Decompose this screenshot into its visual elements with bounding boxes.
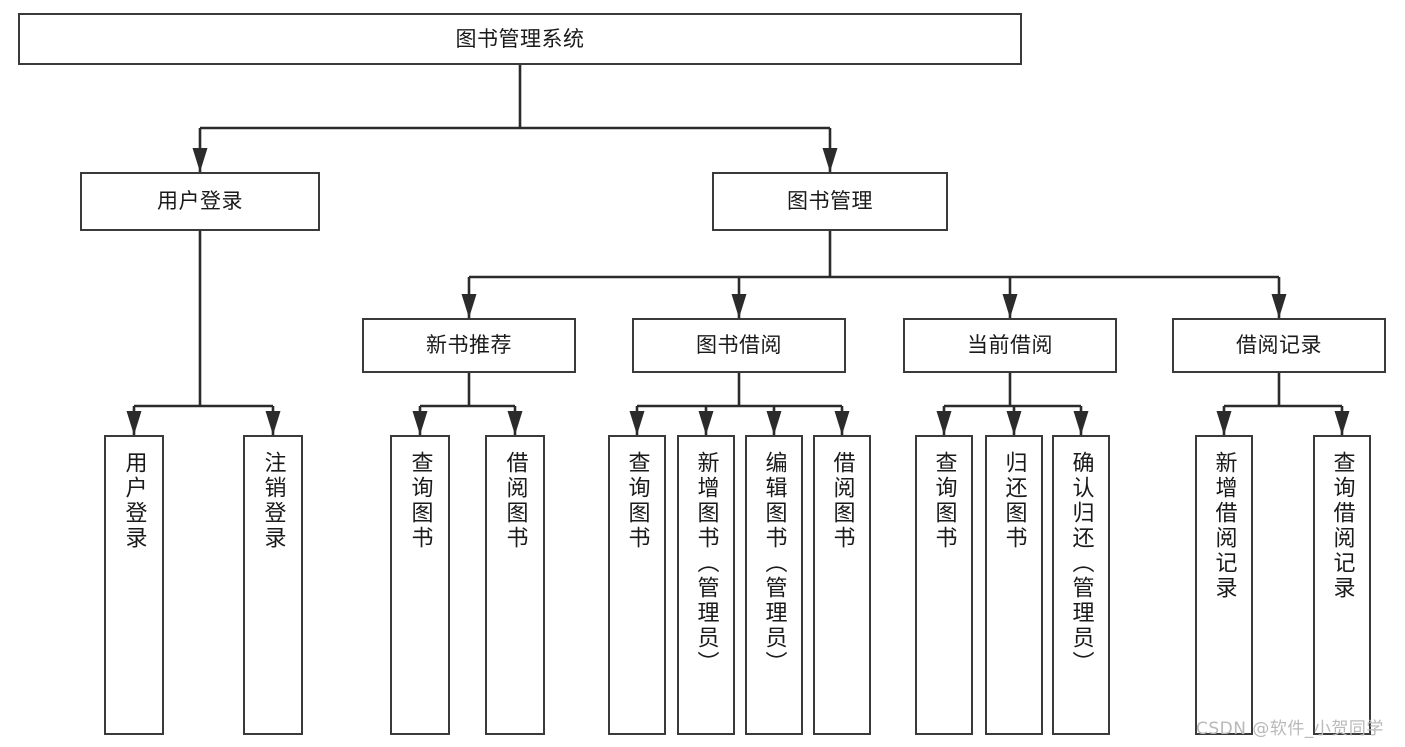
node-book-borrow[interactable]: 图书借阅 xyxy=(632,318,846,373)
node-label: 当前借阅 xyxy=(967,333,1053,358)
csdn-watermark: CSDN @软件_小贺同学 xyxy=(1196,719,1384,739)
node-label: 用户登录 xyxy=(121,451,147,551)
node-label: 新增借阅记录 xyxy=(1211,451,1237,601)
node-leaf-add-book[interactable]: 新增图书（管理员） xyxy=(677,435,735,735)
node-label: 注销登录 xyxy=(260,451,286,551)
connector-arrowhead xyxy=(507,411,523,435)
node-label: 图书借阅 xyxy=(696,333,782,358)
connector-arrowhead xyxy=(1002,294,1018,318)
node-leaf-confirm-return[interactable]: 确认归还（管理员） xyxy=(1052,435,1110,735)
node-leaf-query-record[interactable]: 查询借阅记录 xyxy=(1313,435,1371,735)
connector-arrowhead xyxy=(412,411,428,435)
connector-arrowhead xyxy=(936,411,952,435)
node-leaf-return-book[interactable]: 归还图书 xyxy=(985,435,1043,735)
node-current-borrow[interactable]: 当前借阅 xyxy=(903,318,1117,373)
node-label: 查询图书 xyxy=(624,451,650,551)
node-user-login[interactable]: 用户登录 xyxy=(80,172,320,231)
connector-arrowhead xyxy=(1006,411,1022,435)
node-book-manage[interactable]: 图书管理 xyxy=(712,172,948,231)
node-new-book-rec[interactable]: 新书推荐 xyxy=(362,318,576,373)
node-label: 新增图书（管理员） xyxy=(693,451,719,676)
node-leaf-query-book-1[interactable]: 查询图书 xyxy=(390,435,450,735)
node-label: 归还图书 xyxy=(1001,451,1027,551)
node-label: 查询图书 xyxy=(407,451,433,551)
node-label: 用户登录 xyxy=(157,189,243,214)
connector-arrowhead xyxy=(461,294,477,318)
connector-arrowhead xyxy=(834,411,850,435)
connector-arrowhead xyxy=(731,294,747,318)
node-label: 借阅记录 xyxy=(1236,333,1322,358)
node-label: 确认归还（管理员） xyxy=(1068,451,1094,676)
node-leaf-query-book-3[interactable]: 查询图书 xyxy=(915,435,973,735)
node-label: 借阅图书 xyxy=(502,451,528,551)
node-leaf-borrow-book-2[interactable]: 借阅图书 xyxy=(813,435,871,735)
node-label: 借阅图书 xyxy=(829,451,855,551)
node-root[interactable]: 图书管理系统 xyxy=(18,13,1022,65)
node-label: 查询图书 xyxy=(931,451,957,551)
node-label: 图书管理系统 xyxy=(455,26,585,51)
node-leaf-logout[interactable]: 注销登录 xyxy=(243,435,303,735)
node-label: 新书推荐 xyxy=(426,333,512,358)
node-leaf-user-login[interactable]: 用户登录 xyxy=(104,435,164,735)
connector-arrowhead xyxy=(1073,411,1089,435)
connector-arrowhead xyxy=(192,148,208,172)
node-label: 图书管理 xyxy=(787,189,873,214)
connector-arrowhead xyxy=(126,411,142,435)
connector-arrowhead xyxy=(1216,411,1232,435)
connector-arrowhead xyxy=(1271,294,1287,318)
connector-arrowhead xyxy=(822,148,838,172)
node-label: 编辑图书（管理员） xyxy=(761,451,787,676)
connector-arrowhead xyxy=(698,411,714,435)
node-leaf-borrow-book-1[interactable]: 借阅图书 xyxy=(485,435,545,735)
node-label: 查询借阅记录 xyxy=(1329,451,1355,601)
node-leaf-query-book-2[interactable]: 查询图书 xyxy=(608,435,666,735)
node-borrow-record[interactable]: 借阅记录 xyxy=(1172,318,1386,373)
connector-arrowhead xyxy=(265,411,281,435)
node-leaf-edit-book[interactable]: 编辑图书（管理员） xyxy=(745,435,803,735)
connector-arrowhead xyxy=(766,411,782,435)
connector-arrowhead xyxy=(629,411,645,435)
node-leaf-add-record[interactable]: 新增借阅记录 xyxy=(1195,435,1253,735)
connector-arrowhead xyxy=(1334,411,1350,435)
